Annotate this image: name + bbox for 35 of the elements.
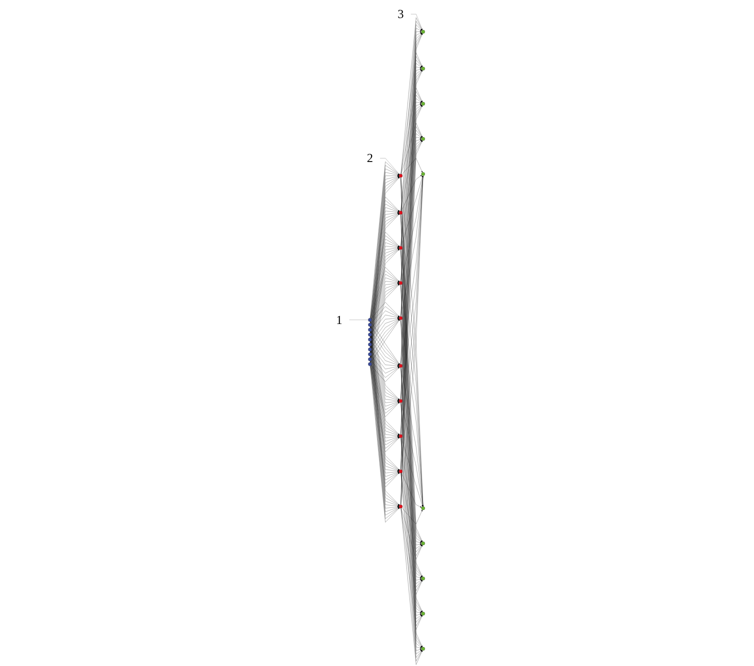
node-circle [398, 364, 403, 368]
node-circle [368, 328, 372, 332]
node-circle [421, 102, 425, 106]
node-circle [421, 646, 425, 651]
node-circle [398, 434, 403, 438]
node-text: 1 [336, 313, 342, 327]
node-circle [421, 576, 425, 580]
node-circle [421, 612, 425, 616]
node-circle [368, 342, 372, 346]
node-circle [368, 362, 372, 366]
node-circle [368, 357, 372, 362]
node-circle [368, 338, 372, 342]
node-circle [398, 210, 403, 215]
node-circle [398, 399, 403, 403]
node-circle [421, 30, 425, 34]
node-circle [368, 332, 372, 336]
connector [380, 158, 400, 175]
node-circle [421, 506, 425, 510]
node-circle [368, 352, 372, 356]
node-circle [421, 66, 425, 70]
node-circle [398, 504, 403, 508]
node-circle [398, 281, 403, 285]
node-circle [368, 322, 372, 327]
node-circle [398, 246, 403, 250]
node-circle [421, 542, 425, 546]
node-circle [398, 174, 403, 178]
node-circle [368, 318, 372, 322]
node-circle [421, 137, 425, 141]
node-circle [368, 348, 372, 352]
node-circle [398, 316, 403, 320]
connector [410, 14, 423, 30]
node-text: 3 [398, 7, 404, 21]
node-circle [421, 172, 425, 176]
node-circle [398, 469, 403, 474]
node-text: 2 [366, 151, 374, 165]
